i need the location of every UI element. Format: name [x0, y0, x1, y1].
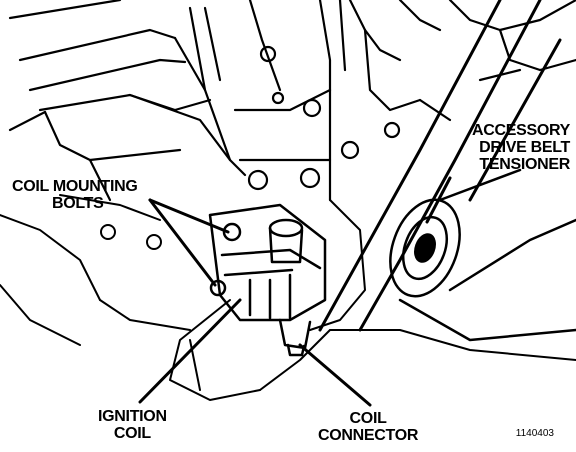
label-ignition-coil: IGNITION COIL	[98, 408, 167, 442]
leader-coil-bolt-1	[148, 198, 230, 234]
drive-belt	[318, 0, 562, 332]
left-lower-body	[0, 194, 191, 346]
figure-number: 1140403	[515, 428, 554, 439]
leader-lines	[138, 176, 452, 407]
leader-tensioner	[425, 176, 452, 224]
belt-tensioner-pulley	[389, 168, 576, 342]
leader-ignition-coil	[138, 298, 242, 404]
central-frame	[188, 0, 401, 202]
label-coil-mounting-bolts: COIL MOUNTING BOLTS	[12, 178, 138, 212]
lower-middle-structure	[169, 199, 576, 401]
label-coil-connector: COIL CONNECTOR	[318, 410, 419, 444]
label-accessory-drive-belt-tensioner: ACCESSORY DRIVE BELT TENSIONER	[471, 122, 570, 173]
upper-left-bracket	[8, 0, 232, 202]
leader-coil-bolt-2	[148, 198, 217, 287]
ignition-coil-body	[208, 203, 327, 357]
upper-right-structure	[348, 0, 576, 122]
leader-coil-connector	[298, 343, 372, 407]
